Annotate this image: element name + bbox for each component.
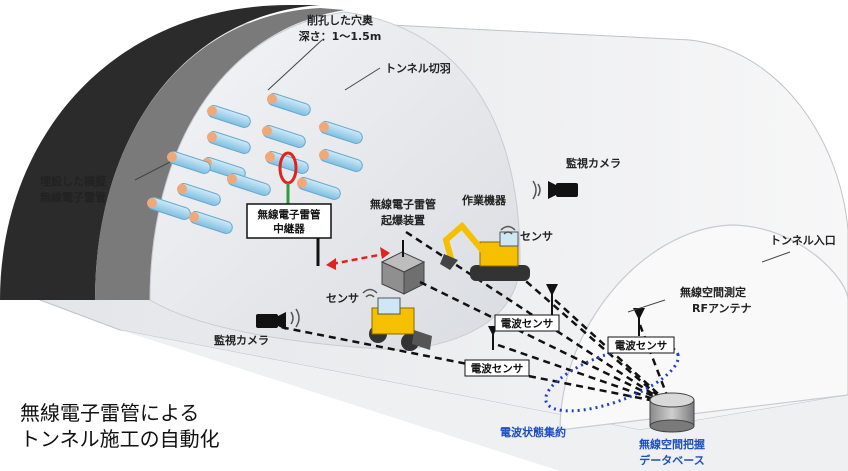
detonator [318, 121, 363, 144]
detonator [318, 149, 363, 172]
label-database-1: 無線空間把握 [639, 437, 705, 451]
label-blaster-2: 起爆装置 [380, 213, 425, 227]
wave-sensor-label-c: 電波センサ [615, 339, 668, 352]
detonator [261, 125, 306, 148]
label-sensor-excavator: センサ [520, 230, 553, 243]
tunnel-ring [0, 5, 345, 300]
label-rf-antenna-2: RFアンテナ [692, 302, 752, 315]
label-rf-antenna-1: 無線空間測定 [680, 285, 746, 299]
detonator [206, 105, 251, 128]
label-work-machine: 作業機器 [462, 193, 507, 207]
wave-sensor-antenna-c [633, 308, 645, 336]
caption-line2: トンネル施工の自動化 [20, 427, 220, 451]
wave-sensor-label-a: 電波センサ [471, 362, 524, 375]
label-camera-left: 監視カメラ [214, 333, 269, 347]
wave-sensor-box-c: 電波センサ [607, 336, 675, 354]
database-icon [649, 392, 695, 433]
relay-box: 無線電子雷管 中継器 [246, 203, 332, 239]
relay-label-line1: 無線電子雷管 [258, 208, 321, 221]
wifi-icon-loader [362, 288, 378, 298]
detonator [176, 183, 221, 206]
blaster-device [380, 240, 426, 295]
label-database-2: データベース [639, 453, 704, 467]
label-tunnel-face: トンネル切羽 [385, 62, 451, 75]
label-blaster-1: 無線電子雷管 [370, 197, 436, 211]
callout-lines [134, 39, 791, 313]
detonator [166, 151, 211, 174]
label-aggregation: 電波状態集約 [500, 425, 566, 439]
detonator [206, 131, 251, 154]
wave-sensor-box-a: 電波センサ [464, 359, 530, 377]
detonator [226, 173, 271, 196]
label-hole-depth-1: 削孔した穴奥 [307, 13, 374, 27]
detonator [188, 211, 233, 234]
caption: 無線電子雷管による トンネル施工の自動化 [20, 400, 220, 452]
detonator [264, 151, 309, 174]
detonator-array [146, 93, 363, 234]
loader-icon [369, 297, 432, 351]
wave-sensor-antenna-b [546, 284, 558, 316]
tunnel-face [149, 11, 521, 351]
label-tunnel-entrance: トンネル入口 [770, 234, 836, 247]
relay-blaster-link [326, 247, 390, 270]
excavator-icon [440, 221, 530, 281]
wave-sensor-box-b: 電波センサ [494, 314, 560, 332]
wifi-icon-excavator [500, 225, 516, 235]
relay-label-line2: 中継器 [273, 222, 305, 235]
detonator [266, 93, 311, 116]
label-embedded-2: 無線電子雷管 [40, 190, 106, 204]
camera-left-icon [256, 308, 300, 330]
label-sensor-loader: センサ [326, 292, 359, 305]
label-camera-top: 監視カメラ [566, 156, 621, 170]
caption-line1: 無線電子雷管による [20, 401, 200, 425]
label-hole-depth-2: 深さ：1〜1.5m [299, 29, 382, 43]
wave-sensor-label-b: 電波センサ [501, 317, 554, 330]
camera-top-icon [532, 180, 578, 200]
detonator [296, 177, 341, 200]
label-embedded-1: 埋設した模擬 [40, 174, 107, 188]
aggregation-ellipse [544, 343, 680, 413]
